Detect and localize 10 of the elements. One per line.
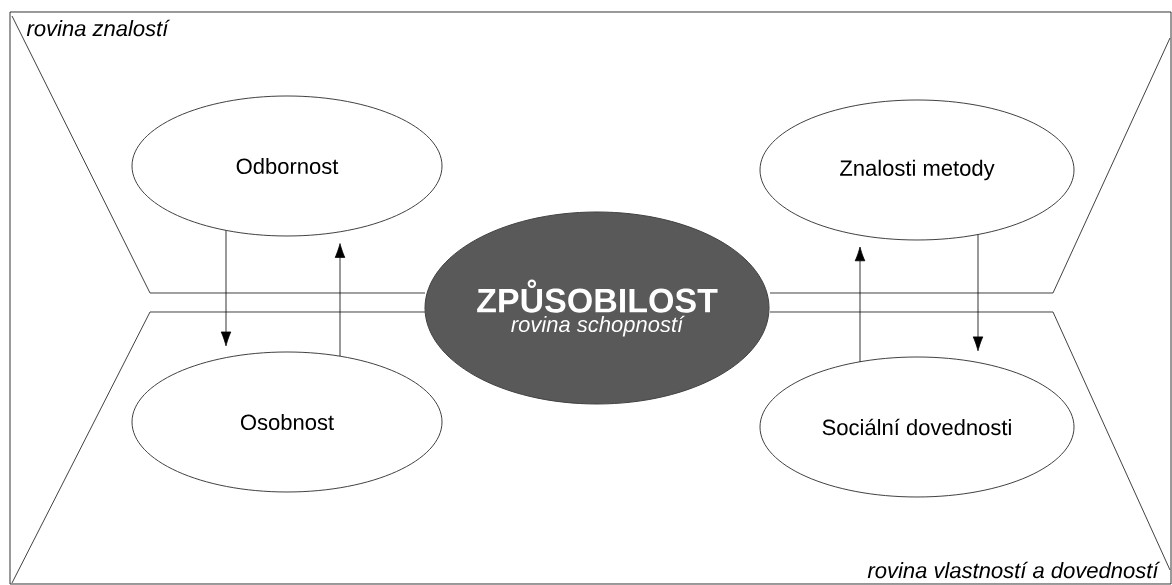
arrow (972, 234, 984, 352)
plane-label: rovina vlastností a dovedností (867, 561, 1161, 579)
arrow (334, 243, 346, 357)
ellipse-node: Sociální dovednosti (759, 356, 1075, 498)
arrow (854, 246, 866, 363)
arrow (220, 230, 232, 347)
ellipse-node: Odbornost (131, 95, 443, 237)
ellipse-node: Osobnost (131, 351, 443, 493)
ellipse-node: Znalosti metody (759, 99, 1075, 241)
plane-label: rovina znalostí (26, 19, 171, 37)
